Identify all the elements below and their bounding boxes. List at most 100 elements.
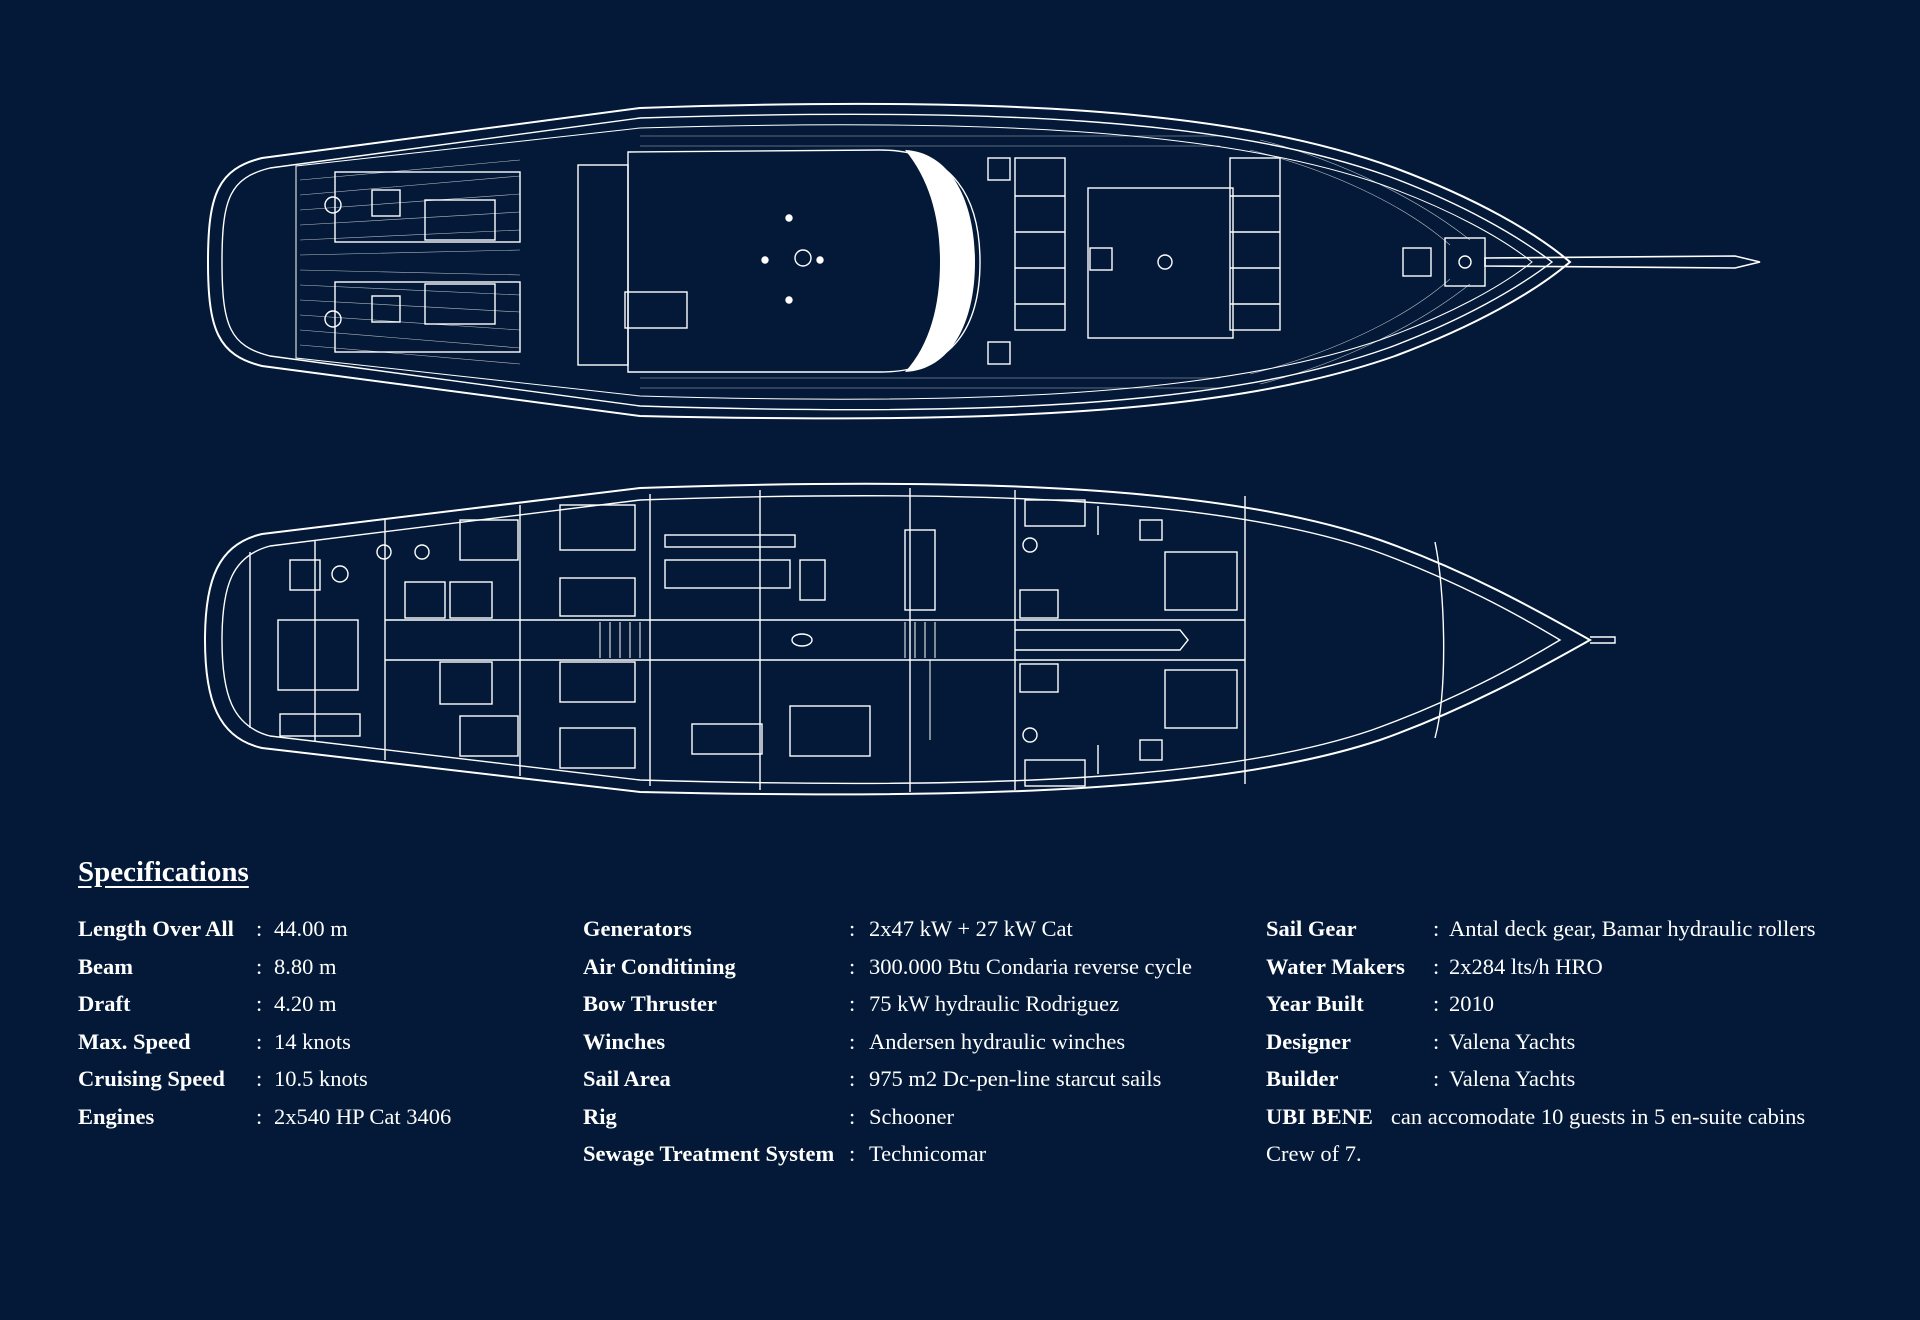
spec-label: Sail Area xyxy=(583,1066,671,1091)
upper-deck-plan xyxy=(206,102,1761,420)
aft-sunpad-starboard xyxy=(424,199,496,241)
spec-separator: : xyxy=(849,1066,856,1091)
bulkheads xyxy=(249,488,1246,792)
saloon-sofa xyxy=(664,559,791,589)
table-icon xyxy=(791,633,813,647)
washbasin-icon xyxy=(376,544,392,560)
upper-deck-waterway xyxy=(295,124,1533,400)
spec-label: Length Over All xyxy=(78,916,234,941)
spec-label: Designer xyxy=(1266,1028,1351,1054)
winch-icon xyxy=(324,310,342,328)
bowsprit xyxy=(1484,255,1761,269)
spec-column-dimensions: Length Over All:44.00 m Beam:8.80 m Draf… xyxy=(78,916,451,1141)
fwd-sunbeds-bow xyxy=(1229,157,1281,331)
wc-icon xyxy=(459,519,519,561)
spec-row-water-makers: Water Makers:2x284 lts/h HRO xyxy=(1266,954,1815,992)
spec-separator: : xyxy=(849,1141,856,1166)
capacity-line: UBI BENE can accomodate 10 guests in 5 en… xyxy=(1266,1104,1815,1142)
shower-icon xyxy=(449,581,493,619)
fitting-icon xyxy=(761,256,769,264)
sunbed-dividers xyxy=(1230,195,1280,305)
spec-value: 4.20 m xyxy=(274,991,337,1016)
spec-separator: : xyxy=(1433,916,1440,941)
bow-fitting xyxy=(1590,636,1616,644)
chair-icon xyxy=(289,559,321,591)
spec-separator: : xyxy=(849,991,856,1016)
spec-value: Valena Yachts xyxy=(1449,1066,1576,1091)
spec-label: Generators xyxy=(583,916,692,941)
spec-separator: : xyxy=(849,1028,856,1054)
spec-separator: : xyxy=(256,916,263,941)
spec-column-build: Sail Gear: Antal deck gear, Bamar hydraul… xyxy=(1266,916,1815,1179)
windlass-icon xyxy=(1444,237,1486,287)
crew-text: Crew of 7. xyxy=(1266,1141,1362,1166)
chair-icon xyxy=(1139,739,1163,761)
lower-deck-hull xyxy=(203,482,1593,796)
washbasin-icon xyxy=(331,565,349,583)
deck-box xyxy=(987,157,1011,181)
spec-value: 975 m2 Dc-pen-line starcut sails xyxy=(869,1066,1162,1091)
yacht-name: UBI BENE xyxy=(1266,1103,1373,1129)
sunbed-dividers xyxy=(1015,195,1065,305)
spec-value: 2x47 kW + 27 kW Cat xyxy=(869,916,1073,941)
spec-label: Rig xyxy=(583,1103,617,1129)
spec-row-engines: Engines:2x540 HP Cat 3406 xyxy=(78,1104,451,1142)
spec-value: Antal deck gear, Bamar hydraulic rollers xyxy=(1449,916,1816,941)
skylight-glazing xyxy=(905,150,975,372)
aft-sunpad-port xyxy=(424,283,496,325)
spec-separator: : xyxy=(256,953,263,979)
spec-row-beam: Beam:8.80 m xyxy=(78,954,451,992)
shower-icon xyxy=(404,581,446,619)
saloon-side-table xyxy=(799,559,826,601)
spec-value: Andersen hydraulic winches xyxy=(869,1028,1126,1054)
spec-row-rig: Rig:Schooner xyxy=(583,1104,1192,1142)
saloon-bench xyxy=(664,534,796,548)
spec-label: Beam xyxy=(78,953,133,979)
spec-row-sail-gear: Sail Gear: Antal deck gear, Bamar hydraul… xyxy=(1266,916,1815,954)
spec-separator: : xyxy=(1433,1028,1440,1054)
spec-separator: : xyxy=(1433,1066,1440,1091)
bathtub-icon xyxy=(1024,759,1086,787)
spec-row-sail-area: Sail Area:975 m2 Dc-pen-line starcut sai… xyxy=(583,1066,1192,1104)
spec-label: Builder xyxy=(1266,1066,1339,1091)
spec-row-bow-thruster: Bow Thruster:75 kW hydraulic Rodriguez xyxy=(583,991,1192,1029)
deck-hatch xyxy=(624,291,688,329)
vanity xyxy=(279,713,361,737)
spec-separator: : xyxy=(1433,953,1440,979)
saloon-sofa xyxy=(691,723,763,755)
corridor xyxy=(1015,629,1189,651)
specifications-title: Specifications xyxy=(78,856,249,888)
chair-icon xyxy=(1139,519,1163,541)
helm-console-icon xyxy=(371,295,401,323)
spec-label: Sail Gear xyxy=(1266,916,1357,941)
bed-icon xyxy=(1164,669,1238,729)
upper-deck-gunwale xyxy=(221,113,1554,411)
galley-counter xyxy=(789,705,871,757)
spec-label: Engines xyxy=(78,1103,155,1129)
crew-line: Crew of 7. xyxy=(1266,1141,1815,1179)
fitting-icon xyxy=(816,256,824,264)
bed-icon xyxy=(559,661,636,703)
spec-row-cruising-speed: Cruising Speed:10.5 knots xyxy=(78,1066,451,1104)
bed-icon xyxy=(559,577,636,617)
spec-row-draft: Draft:4.20 m xyxy=(78,991,451,1029)
shower-icon xyxy=(439,661,493,705)
galley-unit xyxy=(904,529,936,611)
upper-deck-hull xyxy=(206,102,1572,420)
spec-label: Bow Thruster xyxy=(583,991,717,1016)
spec-label: Air Conditining xyxy=(583,953,736,979)
mast-base-icon xyxy=(1157,254,1173,270)
spec-value: 14 knots xyxy=(274,1028,351,1054)
deck-plans xyxy=(203,102,1761,796)
deck-box xyxy=(1089,247,1113,271)
washbasin-icon xyxy=(414,544,430,560)
winch-icon xyxy=(324,196,342,214)
bed-icon xyxy=(277,619,359,691)
capacity-text: can accomodate 10 guests in 5 en-suite c… xyxy=(1390,1103,1806,1129)
fitting-icon xyxy=(785,296,793,304)
spec-separator: : xyxy=(256,991,263,1016)
bathtub-icon xyxy=(1024,499,1086,527)
spec-value: 2x540 HP Cat 3406 xyxy=(274,1103,452,1129)
spec-value: 8.80 m xyxy=(274,953,337,979)
bed-icon xyxy=(1164,551,1238,611)
